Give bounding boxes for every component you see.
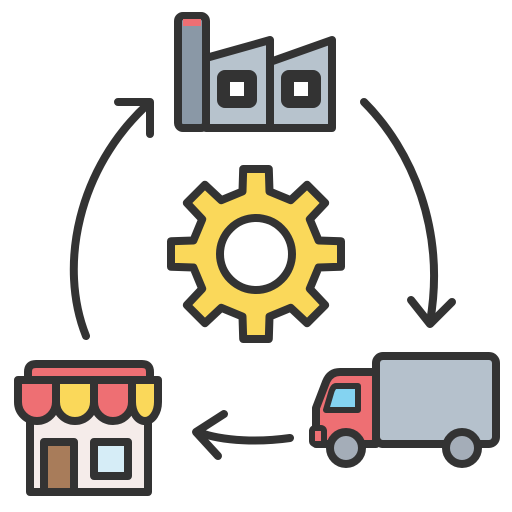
factory-chimney-cap [183,19,201,26]
truck-cargo-box [372,352,500,448]
truck-bumper [309,425,327,447]
gear-hole [216,214,296,294]
truck-window [323,383,361,413]
arrow-truck-to-store-head [192,410,228,460]
factory-window-left-pane [230,82,244,96]
arrow-store-to-factory-head [114,98,154,138]
store-window [90,438,132,480]
awning-stripe-2 [52,376,98,425]
store-icon [14,360,162,496]
cycle-arrows [69,98,456,460]
factory-icon [174,12,336,132]
delivery-truck-icon [309,352,500,468]
arrow-truck-to-store [194,428,294,445]
truck-wheel-rear [442,428,482,468]
awning-stripe-1 [14,376,60,425]
store-door [40,438,78,496]
awning-stripe-3 [90,376,136,425]
awning-stripe-4 [128,376,162,425]
arrow-factory-to-truck [360,98,438,326]
truck-wheel-front [326,428,366,468]
arrow-store-to-factory [69,100,152,340]
arrow-factory-to-truck-head [407,296,456,328]
factory-window-right-pane [294,82,308,96]
factory-chimney [174,12,210,132]
gear-icon [167,165,345,343]
